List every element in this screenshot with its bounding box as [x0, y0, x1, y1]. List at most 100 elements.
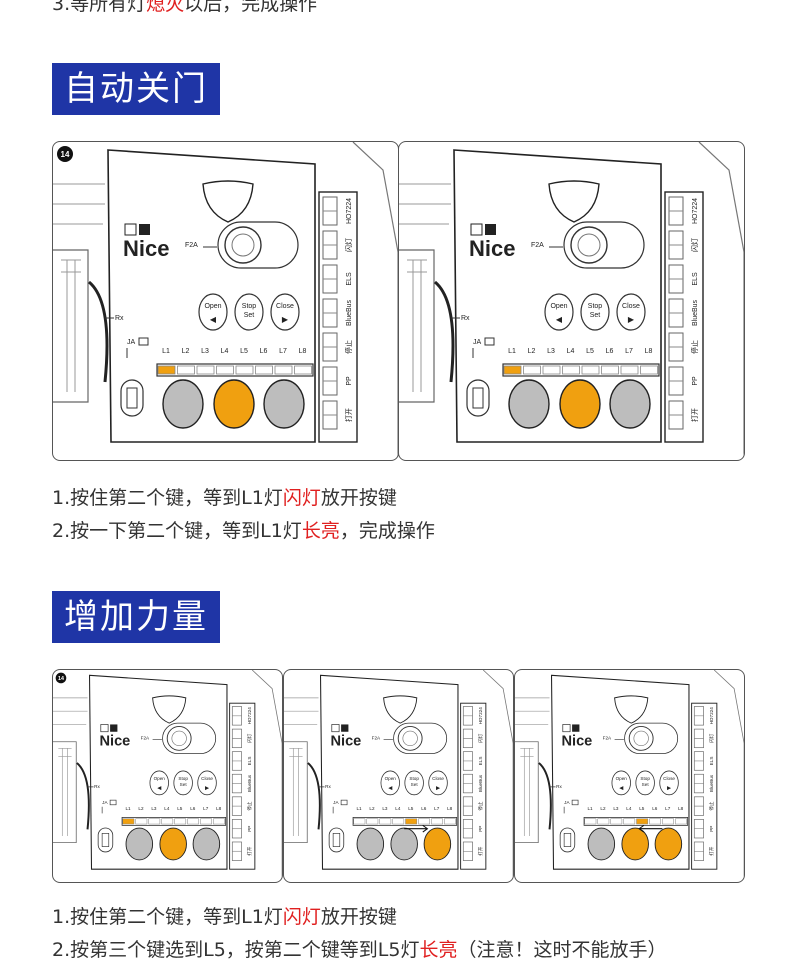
- led-label: L7: [665, 806, 671, 811]
- terminal-label: 打开: [690, 408, 699, 422]
- section-heading-auto-close: 自动关门: [52, 63, 220, 115]
- button-icon: [428, 770, 448, 796]
- terminal-label: BlueBus: [478, 774, 483, 792]
- board-cap: [152, 695, 187, 724]
- button-label: Close: [276, 303, 294, 310]
- terminal-label: HO7224: [346, 198, 353, 224]
- terminal-label: 停止: [690, 340, 699, 354]
- housing-right-edge: [713, 670, 744, 882]
- housing-lines: [399, 183, 451, 225]
- led-label: L1: [356, 806, 362, 811]
- button-label: Set: [244, 312, 255, 319]
- push-button-icon: [654, 827, 683, 861]
- antenna-cable: [307, 762, 321, 830]
- button-icon: [611, 770, 631, 796]
- push-button-icon: [508, 379, 550, 429]
- antenna-cable: [433, 280, 455, 383]
- button-icon: [544, 293, 574, 331]
- led-indicator: [200, 818, 212, 825]
- board-cap: [383, 695, 418, 724]
- led-indicator: [636, 818, 649, 825]
- knob-inner: [402, 730, 418, 747]
- housing-right-edge: [352, 142, 398, 460]
- led-label: L3: [382, 806, 388, 811]
- led-bar: [156, 363, 314, 377]
- top-step-text: 3.等所有灯熄灭以后，完成操作: [52, 0, 318, 15]
- led-indicator: [161, 818, 174, 825]
- terminal-label: HO7224: [247, 707, 252, 725]
- terminal-label: 闪灯: [708, 733, 715, 743]
- housing-left-frame: [399, 249, 435, 403]
- led-indicator: [122, 818, 135, 825]
- step-badge: 14: [61, 150, 70, 159]
- jumper-icon: [571, 799, 579, 806]
- led-indicator: [187, 818, 200, 825]
- logo-square-icon: [572, 724, 580, 732]
- led-label: L4: [164, 806, 170, 811]
- led-label: L1: [125, 806, 131, 811]
- led-label: L7: [434, 806, 440, 811]
- led-indicator: [542, 365, 561, 375]
- button-label: Close: [201, 776, 213, 781]
- housing-ribs: [520, 748, 534, 837]
- led-indicator: [255, 365, 273, 375]
- led-label: L3: [613, 806, 619, 811]
- button-label: Open: [204, 303, 221, 310]
- button-label: Stop: [242, 303, 257, 310]
- terminal-label: HO7224: [709, 707, 714, 725]
- led-label: L1: [162, 348, 170, 355]
- knob-inner: [171, 730, 187, 747]
- logo-square-icon: [331, 724, 340, 733]
- terminal-label: ELS: [247, 757, 252, 766]
- logo-square-icon: [341, 724, 349, 732]
- led-indicator: [148, 818, 161, 825]
- housing-lines: [284, 697, 319, 725]
- led-indicator: [503, 365, 522, 375]
- led-label: L7: [625, 348, 633, 355]
- jumper-icon: [484, 337, 495, 346]
- button-label: Set: [590, 312, 601, 319]
- led-label: L2: [600, 806, 606, 811]
- led-indicator: [366, 818, 379, 825]
- step-badge-icon: [55, 672, 67, 684]
- push-button-icon: [213, 379, 255, 429]
- terminal-label: HO7224: [478, 707, 483, 725]
- fuse-label: F2A: [185, 242, 198, 249]
- terminal-label: BlueBus: [247, 774, 252, 792]
- button-icon: [173, 770, 193, 796]
- terminal-label: ELS: [346, 272, 353, 286]
- button-arrow-icon: ▶: [205, 786, 210, 792]
- button-icon: [404, 770, 424, 796]
- terminal-label: 打开: [246, 846, 253, 856]
- jumper-icon: [138, 337, 149, 346]
- led-indicator: [405, 818, 418, 825]
- led-indicator: [157, 365, 176, 375]
- led-label: L2: [138, 806, 144, 811]
- led-label: L8: [447, 806, 453, 811]
- terminal-label: 停止: [708, 801, 715, 811]
- led-indicator: [444, 818, 456, 825]
- jumper-label: JA: [102, 800, 108, 805]
- button-label: Open: [385, 776, 397, 781]
- button-label: Stop: [178, 776, 188, 781]
- terminal-label: 闪灯: [690, 238, 699, 252]
- led-label: L6: [260, 348, 268, 355]
- button-label: Close: [663, 776, 675, 781]
- housing-right-edge: [698, 142, 744, 460]
- terminal-label: BlueBus: [709, 774, 714, 792]
- led-label: L3: [151, 806, 157, 811]
- led-indicator: [196, 365, 215, 375]
- led-label: L4: [395, 806, 401, 811]
- button-arrow-icon: ◀: [388, 786, 393, 792]
- terminal-label: PP: [692, 376, 699, 386]
- led-label: L3: [547, 348, 555, 355]
- housing-left-frame: [53, 741, 77, 844]
- terminal-label: 停止: [477, 801, 484, 811]
